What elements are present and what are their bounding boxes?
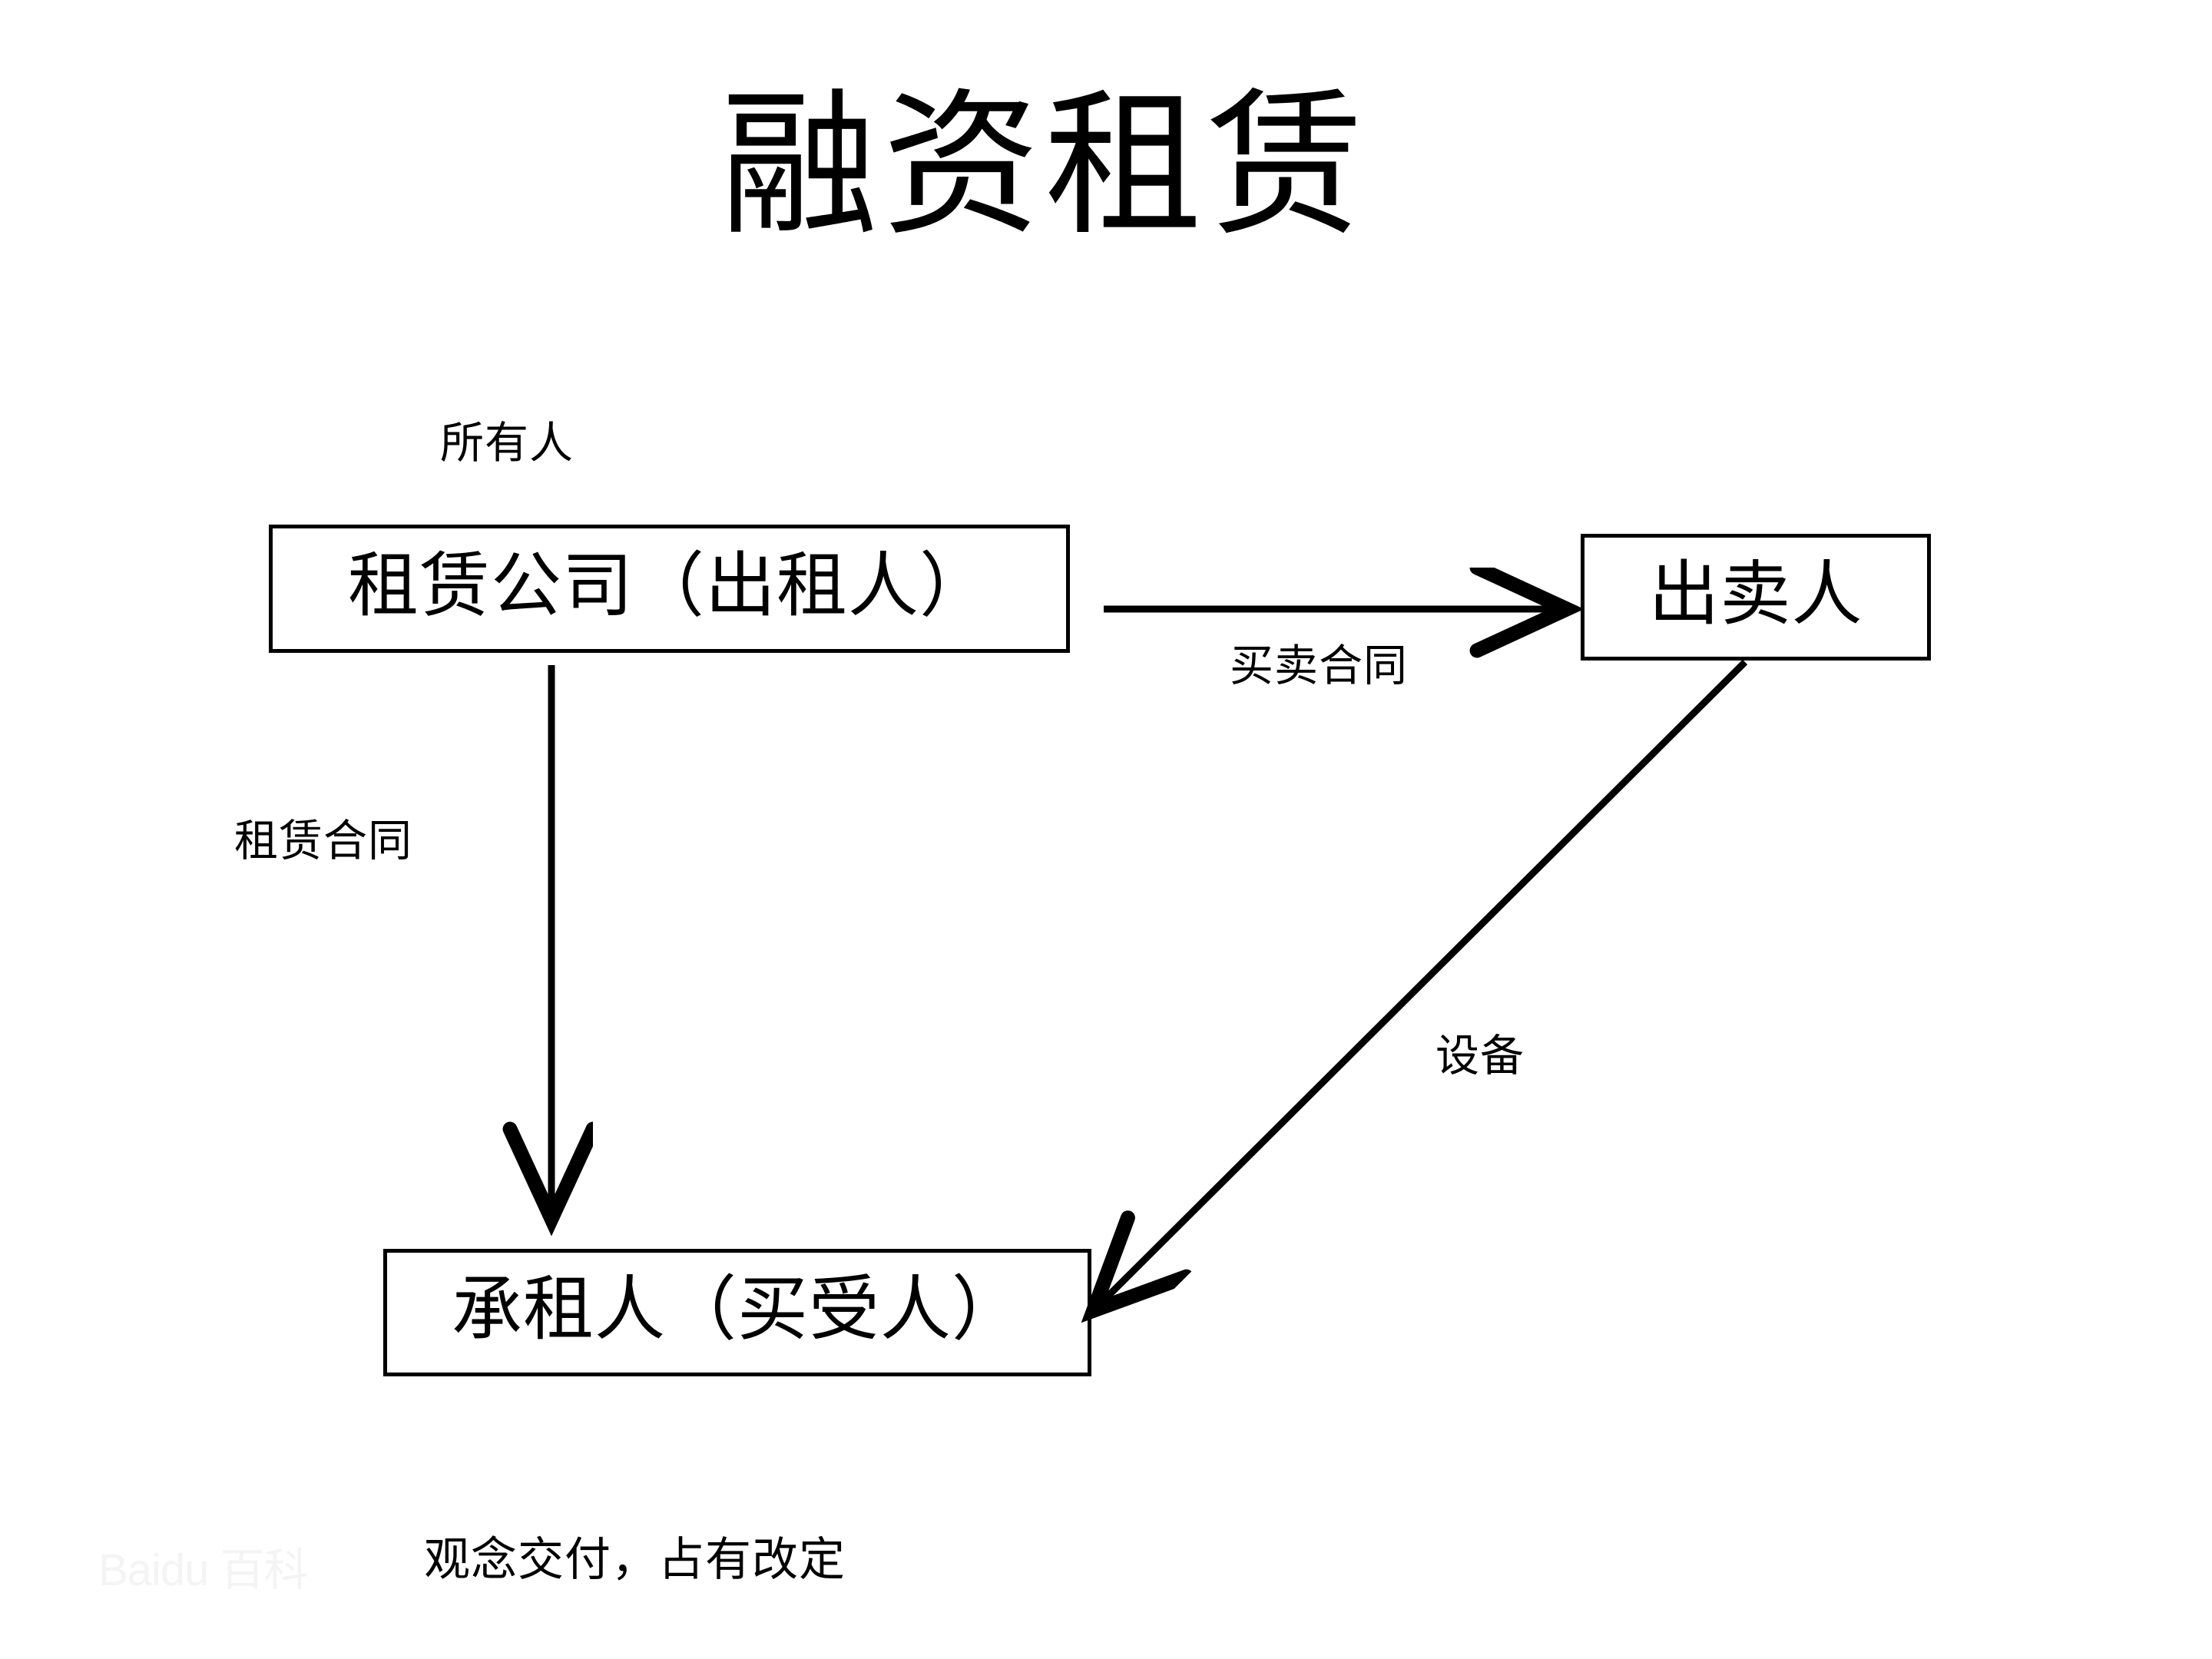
node-lessee-label: 承租人（买受人） bbox=[451, 1270, 1023, 1349]
node-seller-label: 出卖人 bbox=[1648, 555, 1863, 634]
node-lessee[interactable]: 承租人（买受人） bbox=[383, 1249, 1091, 1376]
edge-label-lease-contract: 租赁合同 bbox=[234, 817, 412, 866]
node-lessor-label: 租赁公司（出租人） bbox=[347, 546, 991, 625]
annotation-lessee-note-line1: 观念交付，占有改定 bbox=[424, 1535, 846, 1586]
annotation-owner: 所有人 bbox=[440, 419, 574, 468]
node-seller[interactable]: 出卖人 bbox=[1581, 534, 1931, 661]
edge-label-equipment: 设备 bbox=[1435, 1032, 1525, 1081]
edge-label-sale-contract: 买卖合同 bbox=[1230, 642, 1408, 690]
annotation-lessee-notes: 观念交付，占有改定 担保合同 bbox=[424, 1414, 846, 1659]
page-title: 融资租赁 bbox=[720, 80, 1369, 254]
edge-equipment bbox=[1098, 659, 1748, 1306]
watermark-label: Baidu 百科 bbox=[98, 1545, 308, 1595]
baidu-baike-watermark: Baidu 百科 bbox=[98, 1545, 329, 1602]
node-lessor[interactable]: 租赁公司（出租人） bbox=[269, 525, 1070, 653]
